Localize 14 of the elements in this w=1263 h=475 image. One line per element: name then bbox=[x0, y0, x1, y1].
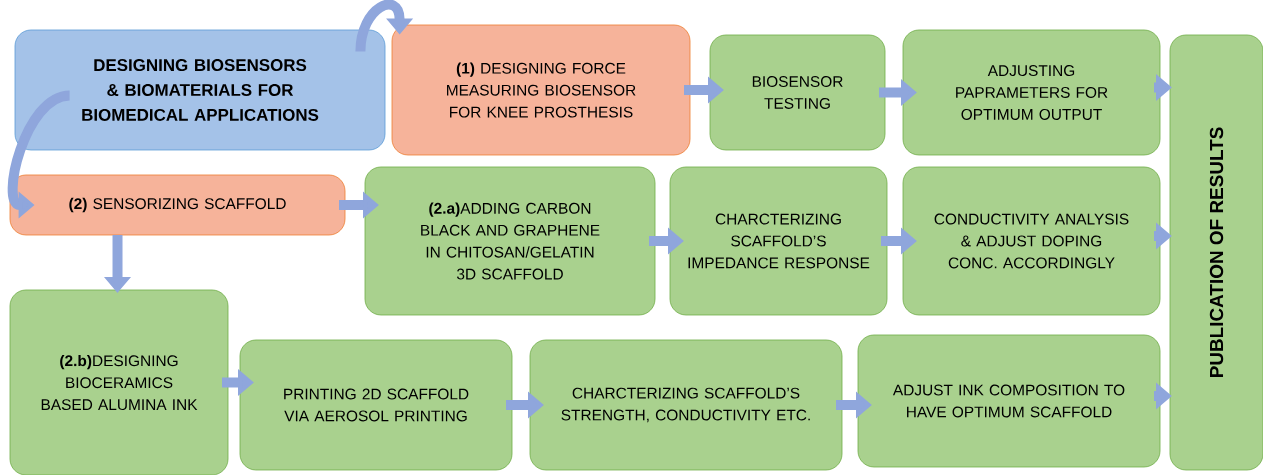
step-box: CONDUCTIVITY ANALYSIS & ADJUST DOPING CONC. ACCORDINGLY bbox=[902, 166, 1161, 316]
step-box: ADJUST INK COMPOSITION TO HAVE OPTIMUM SCAFFOLD bbox=[857, 334, 1161, 468]
task-box: (2) SENSORIZING SCAFFOLD bbox=[9, 174, 346, 236]
step-box: CHARCTERIZING SCAFFOLD’S IMPEDANCE RESPONSE bbox=[669, 166, 888, 316]
step-box: (2.b)DESIGNING BIOCERAMICS BASED ALUMINA INK bbox=[9, 289, 229, 475]
block-arrow bbox=[355, 0, 414, 52]
result-box: PUBLICATION OF RESULTS bbox=[1169, 34, 1263, 471]
step-box: (2.a)ADDING CARBON BLACK AND GRAPHENE IN CHITOSAN/GELATIN 3D SCAFFOLD bbox=[364, 166, 656, 316]
title-box: DESIGNING BIOSENSORS & BIOMATERIALS FOR BIOMEDICAL APPLICATIONS bbox=[14, 29, 386, 151]
step-box: ADJUSTING PAPRAMETERS FOR OPTIMUM OUTPUT bbox=[902, 29, 1161, 156]
task-box: (1) DESIGNING FORCE MEASURING BIOSENSOR FOR KNEE PROSTHESIS bbox=[391, 24, 691, 156]
step-box: BIOSENSOR TESTING bbox=[709, 34, 886, 151]
step-box: PRINTING 2D SCAFFOLD VIA AEROSOL PRINTING bbox=[239, 339, 513, 471]
step-box: CHARCTERIZING SCAFFOLD’S STRENGTH, CONDUCTIVITY ETC. bbox=[529, 339, 843, 471]
